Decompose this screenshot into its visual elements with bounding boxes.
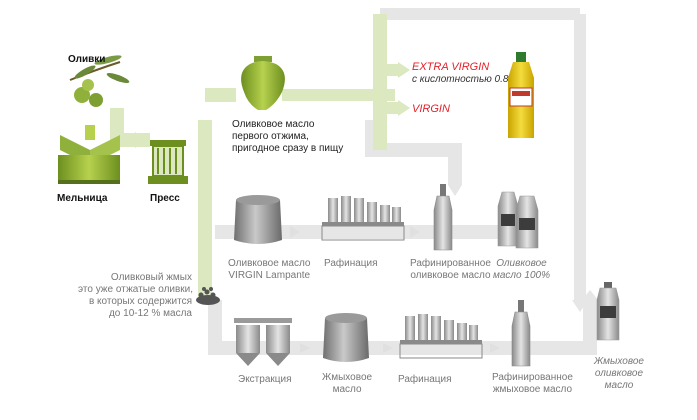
refined-olive-oil-line-2: оливковое масло xyxy=(410,270,491,281)
mill-icon xyxy=(58,125,120,184)
press-label: Пресс xyxy=(150,193,180,204)
flow-arrowheads xyxy=(135,62,598,312)
first-press-oil-label: Оливковое масло первого отжима, пригодно… xyxy=(232,119,343,155)
amphora-icon xyxy=(241,56,285,110)
refinery-icon-2 xyxy=(399,314,483,359)
virgin-label: VIRGIN xyxy=(412,103,450,115)
pomace-description-line-2: это уже отжатые оливки, xyxy=(78,284,194,295)
pomace-oil-label: Жмыховое масло xyxy=(322,372,372,396)
lampante-line-2: VIRGIN Lampante xyxy=(228,270,311,281)
refined-olive-oil-line-1: Рафинированное xyxy=(410,258,491,269)
lampante-line-1: Оливковое масло xyxy=(228,258,311,269)
first-press-oil-line-2: первого отжима, xyxy=(232,131,309,142)
refined-pomace-oil-line-2: жмыховое масло xyxy=(492,384,573,395)
pomace-description: Оливковый жмых это уже отжатые оливки, в… xyxy=(78,272,194,320)
pomace-oil-line-1: Жмыховое xyxy=(322,372,373,383)
barrel-lampante-icon xyxy=(234,195,282,244)
olive-branch-icon xyxy=(69,55,130,107)
first-press-oil-line-1: Оливковое масло xyxy=(232,119,315,130)
pomace-olive-oil-bottle-icon xyxy=(596,282,620,341)
olive-oil-100-label: Оливковое масло 100% xyxy=(493,258,550,282)
pomace-oil-line-2: масло xyxy=(332,384,362,395)
olive-oil-100-line-1: Оливковое xyxy=(496,258,547,269)
extra-virgin-label: EXTRA VIRGIN xyxy=(412,61,490,73)
refining-1-label: Рафинация xyxy=(324,258,378,269)
refining-2-label: Рафинация xyxy=(398,374,452,385)
pomace-olive-oil-line-1: Жмыховое xyxy=(594,356,644,367)
pomace-description-line-3: в которых содержится xyxy=(88,296,192,307)
pomace-description-line-4: до 10-12 % масла xyxy=(108,308,192,319)
mill-label: Мельница xyxy=(57,193,108,204)
step-arrows xyxy=(290,226,500,353)
pomace-olive-oil-line-3: масло xyxy=(604,380,634,391)
first-press-oil-line-3: пригодное сразу в пищу xyxy=(232,143,344,154)
refined-pomace-oil-line-1: Рафинированное xyxy=(492,372,573,383)
extraction-label: Экстракция xyxy=(238,374,292,385)
olive-oil-100-bottles-icon xyxy=(497,191,539,249)
pomace-olive-oil-label: Жмыховое оливковое масло xyxy=(594,356,644,392)
refinery-icon-1 xyxy=(321,196,405,241)
extraction-tanks-icon xyxy=(234,318,292,366)
pomace-olive-oil-line-2: оливковое xyxy=(594,368,644,379)
olives-label: Оливки xyxy=(68,54,106,65)
olive-oil-100-line-2: масло 100% xyxy=(493,270,550,281)
extra-virgin-acidity-label: с кислотностью 0.8 xyxy=(412,74,509,85)
pomace-description-line-1: Оливковый жмых xyxy=(110,272,192,283)
refined-pomace-bottle-icon xyxy=(511,300,531,367)
barrel-pomace-icon xyxy=(323,313,369,362)
refined-pomace-oil-label: Рафинированное жмыховое масло xyxy=(492,372,573,396)
refined-oil-bottle-icon xyxy=(433,184,453,251)
extra-virgin-bottle-icon xyxy=(508,52,534,138)
lampante-label: Оливковое масло VIRGIN Lampante xyxy=(228,258,311,282)
refined-olive-oil-label: Рафинированное оливковое масло xyxy=(410,258,491,282)
press-icon xyxy=(148,140,188,184)
pomace-pile-icon xyxy=(196,287,220,305)
